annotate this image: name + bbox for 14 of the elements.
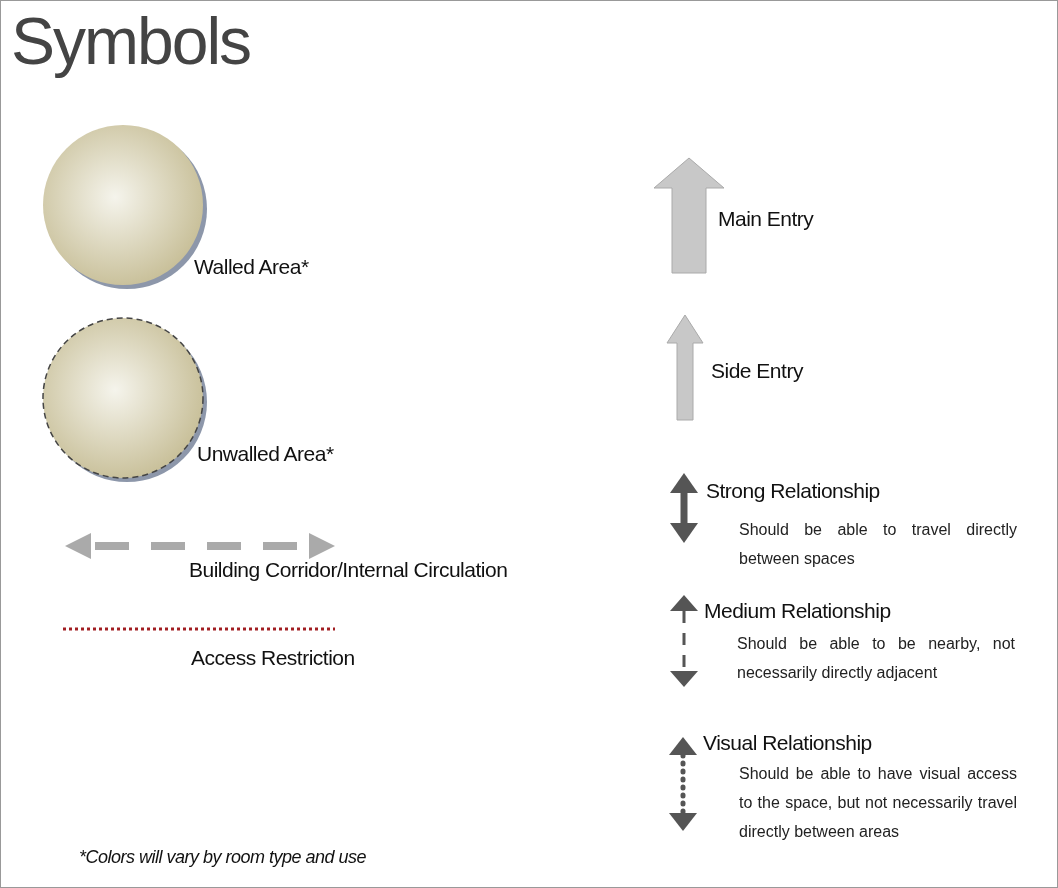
legend-label: Visual Relationship [703, 731, 872, 755]
legend-label: Main Entry [718, 207, 814, 231]
legend-label: Side Entry [711, 359, 803, 383]
legend-label: Access Restriction [191, 646, 355, 670]
description-text: Should be able to be nearby, not necessarily directly adjacent [737, 634, 1015, 683]
title: Symbols [11, 3, 251, 79]
footnote: *Colors will vary by room type and use [79, 847, 367, 868]
legend-label: Unwalled Area* [197, 442, 334, 466]
legend-label: Strong Relationship [706, 479, 880, 503]
legend-label: Medium Relationship [704, 599, 891, 623]
legend-label: Walled Area* [194, 255, 309, 279]
legend-label: Building Corridor/Internal Circulation [189, 558, 508, 582]
description-text: Should be able to have visual access to the space, but not necessarily travel directly between areas [739, 764, 1017, 842]
description-text: Should be able to travel directly between spaces [739, 520, 1017, 569]
